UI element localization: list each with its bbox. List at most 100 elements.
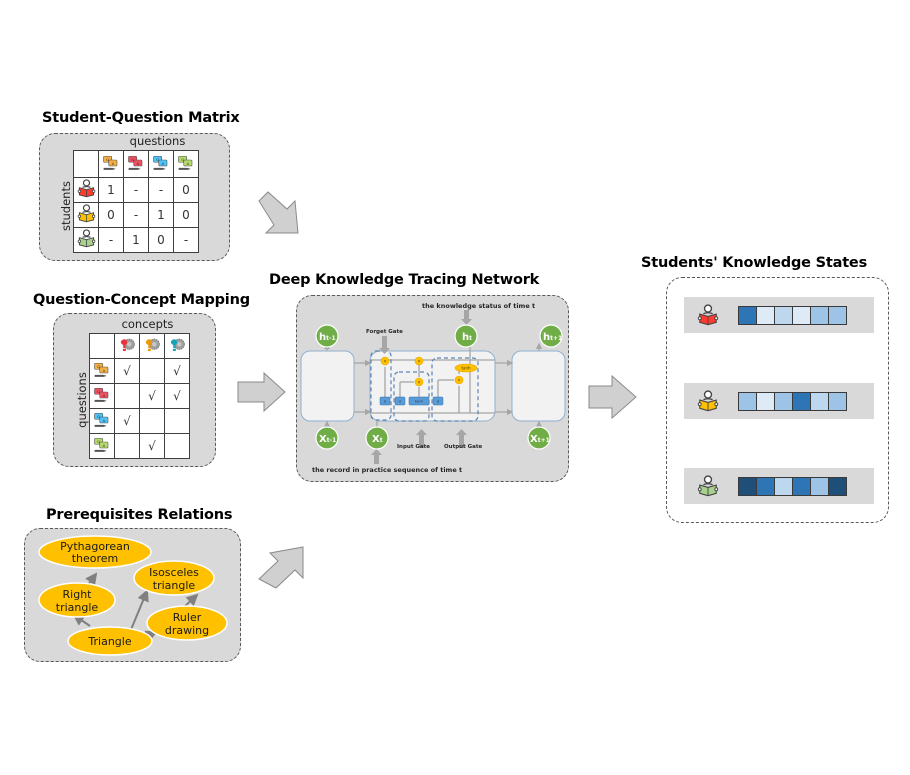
question-concept-mapping-title: Question-Concept Mapping: [33, 292, 250, 308]
student-question-table: 1 - - 0 0 - 1 0 - 1 0 -: [73, 150, 199, 253]
knowledge-state-row: [684, 383, 874, 419]
x-prev-sub: t-1: [327, 437, 337, 444]
prerequisites-graph: Pythagorean theorem Right triangle Isosc…: [38, 535, 228, 656]
question-header-cell: [123, 150, 149, 178]
h-prev-base: h: [319, 332, 326, 343]
student-red-icon: [697, 304, 719, 326]
svg-text:ht-1: ht-1: [319, 332, 336, 343]
node-triangle: [67, 626, 153, 656]
input-gate-region: [393, 371, 430, 422]
matrix-cell: -: [123, 202, 149, 228]
table-row: √ √: [89, 358, 190, 384]
student-header-cell: [73, 202, 99, 228]
matrix-cell: 1: [148, 202, 174, 228]
sigmoid-label: σ: [437, 400, 440, 404]
question-red-icon: [127, 154, 145, 172]
knowledge-level-cell: [811, 393, 829, 410]
matrix-cell: 0: [173, 202, 199, 228]
question-green-icon: [93, 436, 111, 454]
svg-text:Xt: Xt: [372, 434, 383, 445]
tanh-label: tanh: [415, 400, 423, 404]
knowledge-states-title: Students' Knowledge States: [641, 255, 868, 271]
student-green-icon: [77, 229, 96, 248]
knowledge-state-row: [684, 297, 874, 333]
svg-text:Xt-1: Xt-1: [319, 434, 336, 445]
knowledge-level-cell: [793, 393, 811, 410]
h-next-base: h: [543, 332, 550, 343]
mapping-cell: √: [139, 433, 165, 459]
matrix-cell: 1: [98, 177, 124, 203]
table-row: 1 - - 0: [73, 177, 199, 203]
question-header-cell: [89, 408, 115, 434]
mapping-cell: [114, 433, 140, 459]
output-gate-region: [431, 357, 479, 422]
concept-header-cell: [139, 333, 165, 359]
x-next-base: X: [530, 434, 538, 445]
multiply-label: ×: [417, 359, 420, 364]
node-isosceles: [133, 560, 215, 596]
knowledge-level-cell: [757, 478, 775, 495]
concept-red-icon: [118, 336, 136, 354]
node-pythagorean: [38, 535, 152, 569]
table-row: 0 - 1 0: [73, 202, 199, 228]
students-axis-label: students: [59, 181, 73, 231]
sigmoid-label: σ: [399, 400, 402, 404]
matrix-cell: -: [173, 227, 199, 253]
knowledge-level-cell: [775, 393, 793, 410]
node-right-label-1: Right: [63, 588, 93, 601]
knowledge-level-cell: [739, 393, 757, 410]
lstm-cell-prev: [300, 350, 355, 422]
node-x-next: [527, 426, 551, 450]
multiply-label: ×: [383, 359, 386, 364]
svg-text:Xt+1: Xt+1: [530, 434, 550, 445]
mapping-cell: [139, 358, 165, 384]
knowledge-state-bar: [738, 477, 847, 496]
knowledge-level-cell: [739, 307, 757, 324]
corner-cell: [89, 333, 115, 359]
sigmoid-label: σ: [384, 400, 387, 404]
multiply-input: [414, 377, 424, 387]
node-h-current: [454, 324, 478, 348]
node-pythagorean-label-2: theorem: [72, 552, 119, 565]
node-right-triangle: [38, 582, 116, 618]
knowledge-level-cell: [757, 393, 775, 410]
prerequisites-relations-title: Prerequisites Relations: [46, 507, 233, 523]
matrix-cell: -: [123, 177, 149, 203]
multiply-forget: [380, 356, 390, 366]
h-current-sub: t: [469, 335, 472, 342]
knowledge-state-bar: [738, 306, 847, 325]
node-ruler-label-2: drawing: [165, 624, 209, 637]
node-right-label-2: triangle: [56, 601, 99, 614]
matrix-cell: -: [98, 227, 124, 253]
student-yellow-icon: [697, 390, 719, 412]
arrow-right-1: [237, 371, 286, 413]
node-x-current: [365, 426, 389, 450]
edge-triangle-isosceles: [129, 589, 149, 633]
knowledge-level-cell: [775, 478, 793, 495]
knowledge-level-cell: [775, 307, 793, 324]
question-orange-icon: [102, 154, 120, 172]
tanh-label: tanh: [461, 366, 471, 371]
dkt-network-diagram: σ σ tanh σ × × × × tanh ht-1 ht ht+1 Xt-…: [300, 302, 566, 474]
student-question-matrix-title: Student-Question Matrix: [42, 110, 240, 126]
output-gate-label: Output Gate: [444, 444, 482, 450]
matrix-cell: 0: [173, 177, 199, 203]
student-green-icon: [697, 475, 719, 497]
questions-axis-label: questions: [75, 372, 89, 428]
sigmoid-forget: [379, 396, 391, 406]
question-orange-icon: [93, 361, 111, 379]
h-current-base: h: [462, 332, 469, 343]
input-gate-label: Input Gate: [397, 444, 430, 450]
multiply-output: [454, 375, 464, 385]
mapping-cell: √: [114, 358, 140, 384]
bottom-annotation: the record in practice sequence of time …: [312, 466, 462, 474]
node-ruler: [146, 605, 228, 641]
h-prev-sub: t-1: [326, 335, 336, 342]
mapping-cell: [164, 408, 190, 434]
knowledge-level-cell: [811, 307, 829, 324]
concept-orange-icon: [143, 336, 161, 354]
question-blue-icon: [152, 154, 170, 172]
question-green-icon: [177, 154, 195, 172]
knowledge-level-cell: [739, 478, 757, 495]
mapping-cell: [139, 408, 165, 434]
